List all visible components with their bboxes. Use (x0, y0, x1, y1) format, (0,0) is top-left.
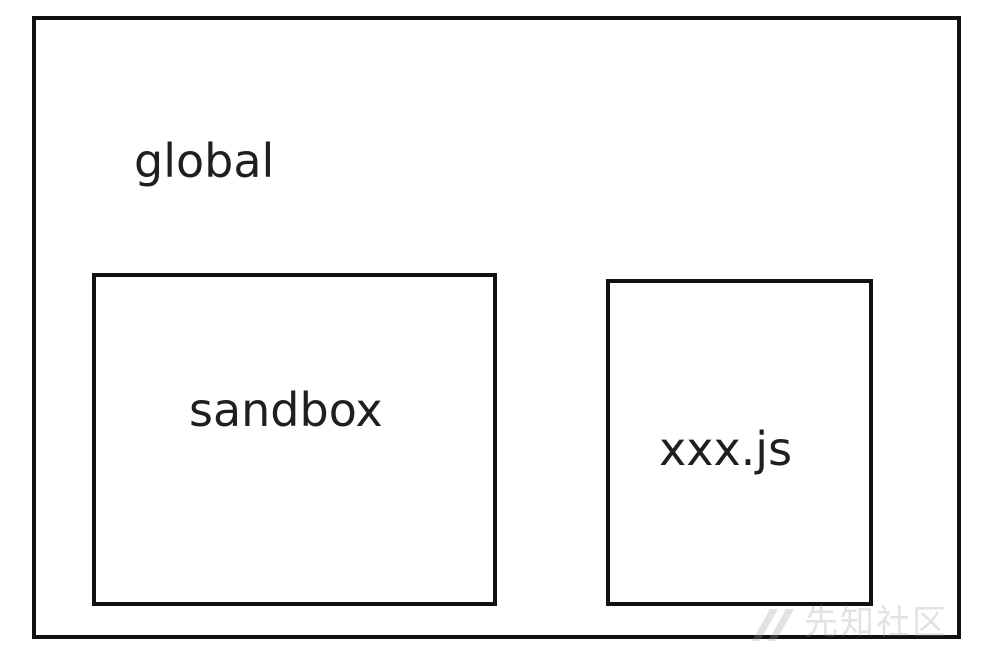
sandbox-label: sandbox (189, 383, 383, 437)
xxx-js-label: xxx.js (659, 422, 793, 476)
global-label: global (134, 134, 275, 188)
sandbox-box (92, 273, 497, 606)
watermark-text: 先知社区 (804, 603, 948, 643)
watermark: 先知社区 (748, 603, 948, 643)
xxx-js-box (606, 279, 873, 606)
xianzhi-logo-icon (748, 603, 798, 643)
